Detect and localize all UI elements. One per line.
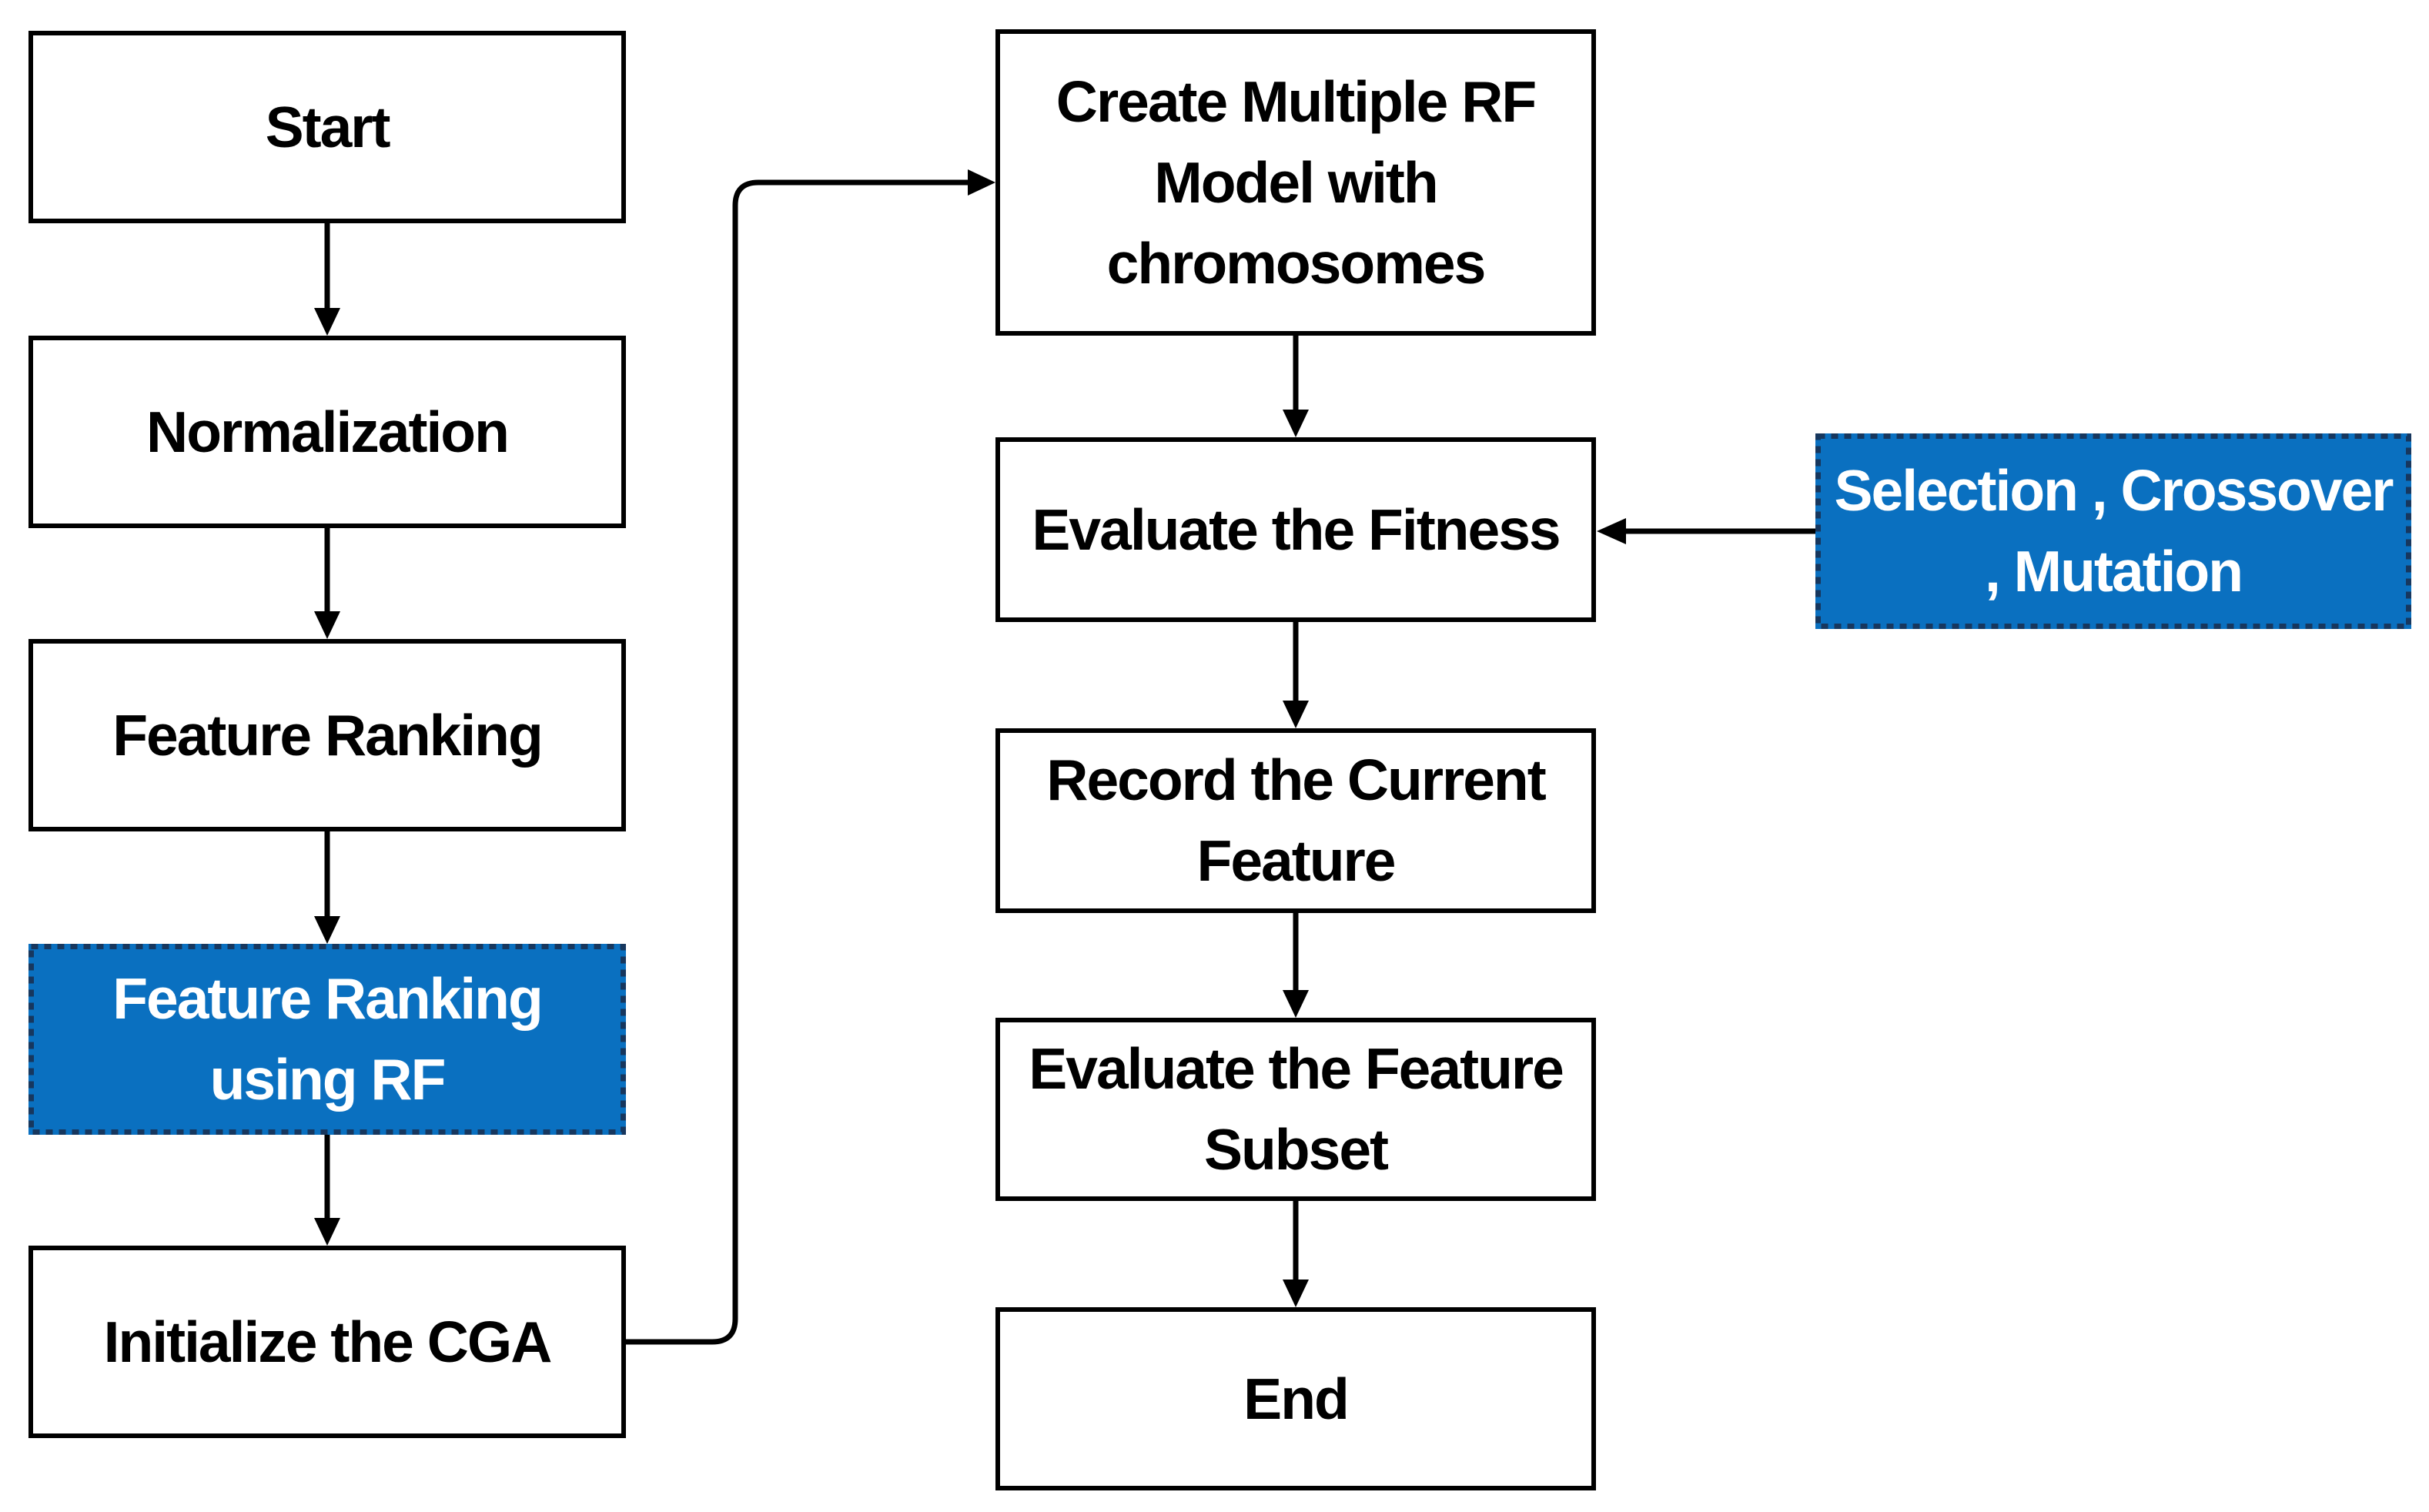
node-evaluate-fitness: Evaluate the Fitness (995, 437, 1596, 622)
arrowhead-evaluate-feature-subset-to-end (1283, 1280, 1309, 1307)
arrowhead-initialize-cga-to-create-rf-model (968, 169, 995, 196)
node-normalization-label: Normalization (146, 399, 510, 464)
node-ga-operators-label-line2: , Mutation (1984, 539, 2243, 604)
node-create-rf-model-label-line1: Create Multiple RF (1056, 69, 1537, 134)
arrowhead-feature-ranking-to-feature-ranking-rf (314, 916, 340, 944)
arrowhead-feature-ranking-rf-to-initialize-cga (314, 1218, 340, 1246)
node-create-rf-model-label-line3: chromosomes (1106, 230, 1487, 296)
arrowhead-start-to-normalization (314, 308, 340, 336)
node-evaluate-fitness-label: Evaluate the Fitness (1032, 497, 1561, 562)
node-ga-operators-label-line1: Selection , Crossover (1834, 458, 2394, 523)
node-feature-ranking-rf-label-line1: Feature Ranking (112, 966, 544, 1031)
node-feature-ranking-label: Feature Ranking (112, 702, 544, 768)
node-evaluate-feature-subset-label-line1: Evaluate the Feature (1029, 1036, 1564, 1101)
node-ga-operators: Selection , Crossover , Mutation (1815, 433, 2411, 629)
node-create-rf-model-label-line2: Model with (1154, 149, 1438, 215)
node-feature-ranking: Feature Ranking (28, 639, 626, 831)
node-end-label: End (1243, 1366, 1350, 1431)
arrowhead-evaluate-fitness-to-record-current-feature (1283, 701, 1309, 728)
node-record-current-feature-label-line1: Record the Current (1046, 748, 1546, 812)
connector-initialize-cga-to-create-rf-model (626, 179, 969, 1345)
node-record-current-feature: Record the Current Feature (995, 728, 1596, 913)
node-end: End (995, 1307, 1596, 1490)
node-initialize-cga: Initialize the CGA (28, 1246, 626, 1438)
node-record-current-feature-label-line2: Feature (1196, 828, 1397, 893)
node-feature-ranking-rf: Feature Ranking using RF (28, 944, 626, 1135)
node-start: Start (28, 31, 626, 223)
arrowhead-ga-operators-to-evaluate-fitness (1597, 518, 1626, 544)
node-feature-ranking-rf-label-line2: using RF (209, 1047, 447, 1112)
node-evaluate-feature-subset-label-line2: Subset (1203, 1117, 1389, 1182)
node-start-label: Start (265, 94, 391, 159)
arrowhead-record-current-feature-to-evaluate-feature-subset (1283, 990, 1309, 1018)
node-initialize-cga-label: Initialize the CGA (103, 1309, 553, 1374)
arrowhead-create-rf-model-to-evaluate-fitness (1283, 410, 1309, 437)
node-normalization: Normalization (28, 336, 626, 528)
node-create-rf-model: Create Multiple RF Model with chromosome… (995, 29, 1596, 336)
arrowhead-normalization-to-feature-ranking (314, 611, 340, 639)
node-evaluate-feature-subset: Evaluate the Feature Subset (995, 1018, 1596, 1201)
